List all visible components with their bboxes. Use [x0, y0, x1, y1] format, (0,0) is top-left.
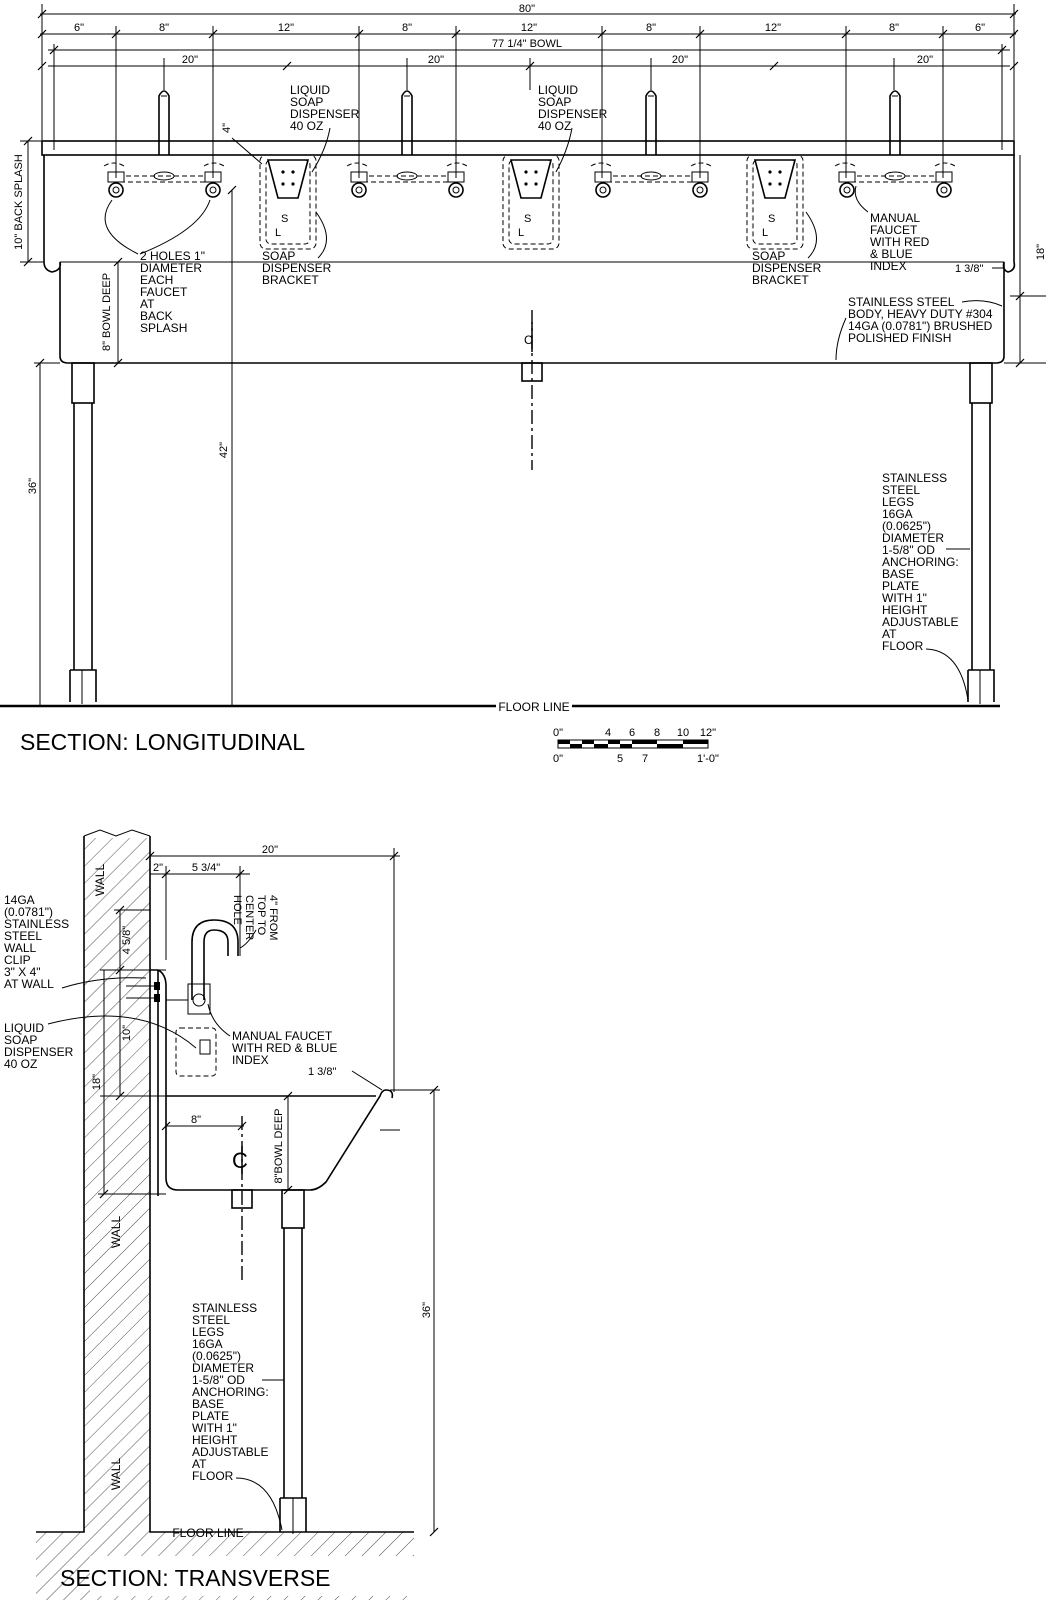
wall-label-2: WALL	[109, 1216, 123, 1249]
svg-text:1'-0": 1'-0"	[697, 753, 719, 765]
top-dimensions: 80" 6" 8" 12" 8" 12" 8" 12" 8" 6" 77 1/4…	[37, 3, 1019, 178]
dim-top-to-hole: 4" FROM TOP TO CENTER HOLE	[231, 895, 279, 944]
label-wall-clip: 14GA (0.0781") STAINLESS STEEL WALL CLIP…	[4, 893, 72, 991]
svg-text:0": 0"	[553, 727, 563, 739]
svg-text:7: 7	[642, 753, 648, 765]
dim-width-transverse: 20"	[262, 844, 278, 856]
label-soap-dispenser-1: LIQUID SOAP DISPENSER 40 OZ	[290, 83, 363, 133]
dim-drain-offset: 8"	[191, 1114, 201, 1126]
dim-station-2: 20"	[428, 54, 444, 66]
dim-lip-transverse: 1 3/8"	[308, 1066, 336, 1078]
label-faucet: MANUAL FAUCET WITH RED & BLUE INDEX	[870, 211, 933, 273]
dim-splash-offset: 4"	[221, 123, 233, 133]
dim-segment-8: 8"	[889, 22, 899, 34]
title-longitudinal: SECTION: LONGITUDINAL	[20, 729, 305, 755]
dim-segment-5: 12"	[521, 22, 537, 34]
label-holes: 2 HOLES 1" DIAMETER EACH FAUCET AT BACK …	[140, 249, 208, 335]
dim-segment-3: 12"	[278, 22, 294, 34]
svg-text:4: 4	[605, 727, 611, 739]
scale-bar: 0" 4 6 8 10 12" 0" 5 7 1'-0"	[553, 727, 719, 765]
dim-bowl: 77 1/4" BOWL	[492, 38, 562, 50]
label-body: STAINLESS STEEL BODY, HEAVY DUTY #304 14…	[848, 295, 996, 345]
dim-clip-height: 4 5/8"	[121, 926, 133, 954]
longitudinal-section: 80" 6" 8" 12" 8" 12" 8" 12" 8" 6" 77 1/4…	[0, 3, 1047, 755]
dim-overall: 80"	[519, 3, 535, 15]
faucet-transverse	[166, 919, 239, 1077]
dim-bowl-deep-label: 8" BOWL DEEP	[101, 273, 113, 351]
svg-text:C: C	[524, 333, 533, 347]
label-legs-longitudinal: STAINLESS STEEL LEGS 16GA (0.0625") DIAM…	[882, 471, 962, 653]
svg-text:5: 5	[617, 753, 623, 765]
dim-spout-reach: 5 3/4"	[192, 862, 220, 874]
title-transverse: SECTION: TRANSVERSE	[60, 1565, 331, 1591]
dim-h36-transverse: 36"	[421, 1302, 433, 1318]
soap-dispensers-longitudinal: S L	[259, 154, 804, 250]
svg-text:C: C	[232, 1148, 248, 1173]
dim-segment-7: 12"	[765, 22, 781, 34]
legs-longitudinal	[69, 362, 995, 704]
floor-line-label-transverse: FLOOR LINE	[172, 1526, 243, 1540]
dim-segment-9: 6"	[975, 22, 985, 34]
label-bracket-2: SOAP DISPENSER BRACKET	[752, 249, 825, 287]
dim-height-36: 36"	[27, 478, 39, 494]
label-legs-transverse: STAINLESS STEEL LEGS 16GA (0.0625") DIAM…	[192, 1301, 272, 1483]
svg-text:6: 6	[629, 727, 635, 739]
svg-text:10: 10	[677, 727, 689, 739]
dim-segment-1: 6"	[74, 22, 84, 34]
svg-text:8: 8	[654, 727, 660, 739]
dim-segment-4: 8"	[402, 22, 412, 34]
dim-lip: 1 3/8"	[955, 263, 983, 275]
dim-station-1: 20"	[182, 54, 198, 66]
svg-text:S: S	[281, 213, 288, 225]
wall-label-1: WALL	[93, 864, 107, 897]
wall-label-3: WALL	[109, 1458, 123, 1491]
dim-station-3: 20"	[672, 54, 688, 66]
dim-station-4: 20"	[917, 54, 933, 66]
dim-segment-2: 8"	[159, 22, 169, 34]
svg-text:12": 12"	[700, 727, 716, 739]
dim-back-splash: 10" BACK SPLASH	[13, 154, 25, 250]
transverse-section: SECTION: TRANSVERSE WALL WALL WALL C	[4, 829, 440, 1600]
label-bracket-1: SOAP DISPENSER BRACKET	[262, 249, 335, 287]
label-faucet-transverse: MANUAL FAUCET WITH RED & BLUE INDEX	[232, 1029, 341, 1067]
svg-text:0": 0"	[553, 753, 563, 765]
dim-height-18: 18"	[1035, 244, 1047, 260]
dim-wall-offset: 2"	[153, 862, 163, 874]
label-soap-dispenser-2: LIQUID SOAP DISPENSER 40 OZ	[538, 83, 611, 133]
label-soap-transverse: LIQUID SOAP DISPENSER 40 OZ	[4, 1021, 77, 1071]
dim-h18-transverse: 18"	[91, 1074, 103, 1090]
dim-height-42: 42"	[218, 442, 230, 458]
dim-splash-transverse: 10"	[121, 1025, 133, 1041]
floor-line-label-longitudinal: FLOOR LINE	[498, 700, 569, 714]
dim-segment-6: 8"	[646, 22, 656, 34]
svg-text:L: L	[275, 227, 281, 239]
centerline-longitudinal: C	[521, 310, 543, 470]
faucets-longitudinal	[103, 90, 956, 198]
dim-bowl-deep-transverse: 8"BOWL DEEP	[273, 1108, 285, 1183]
